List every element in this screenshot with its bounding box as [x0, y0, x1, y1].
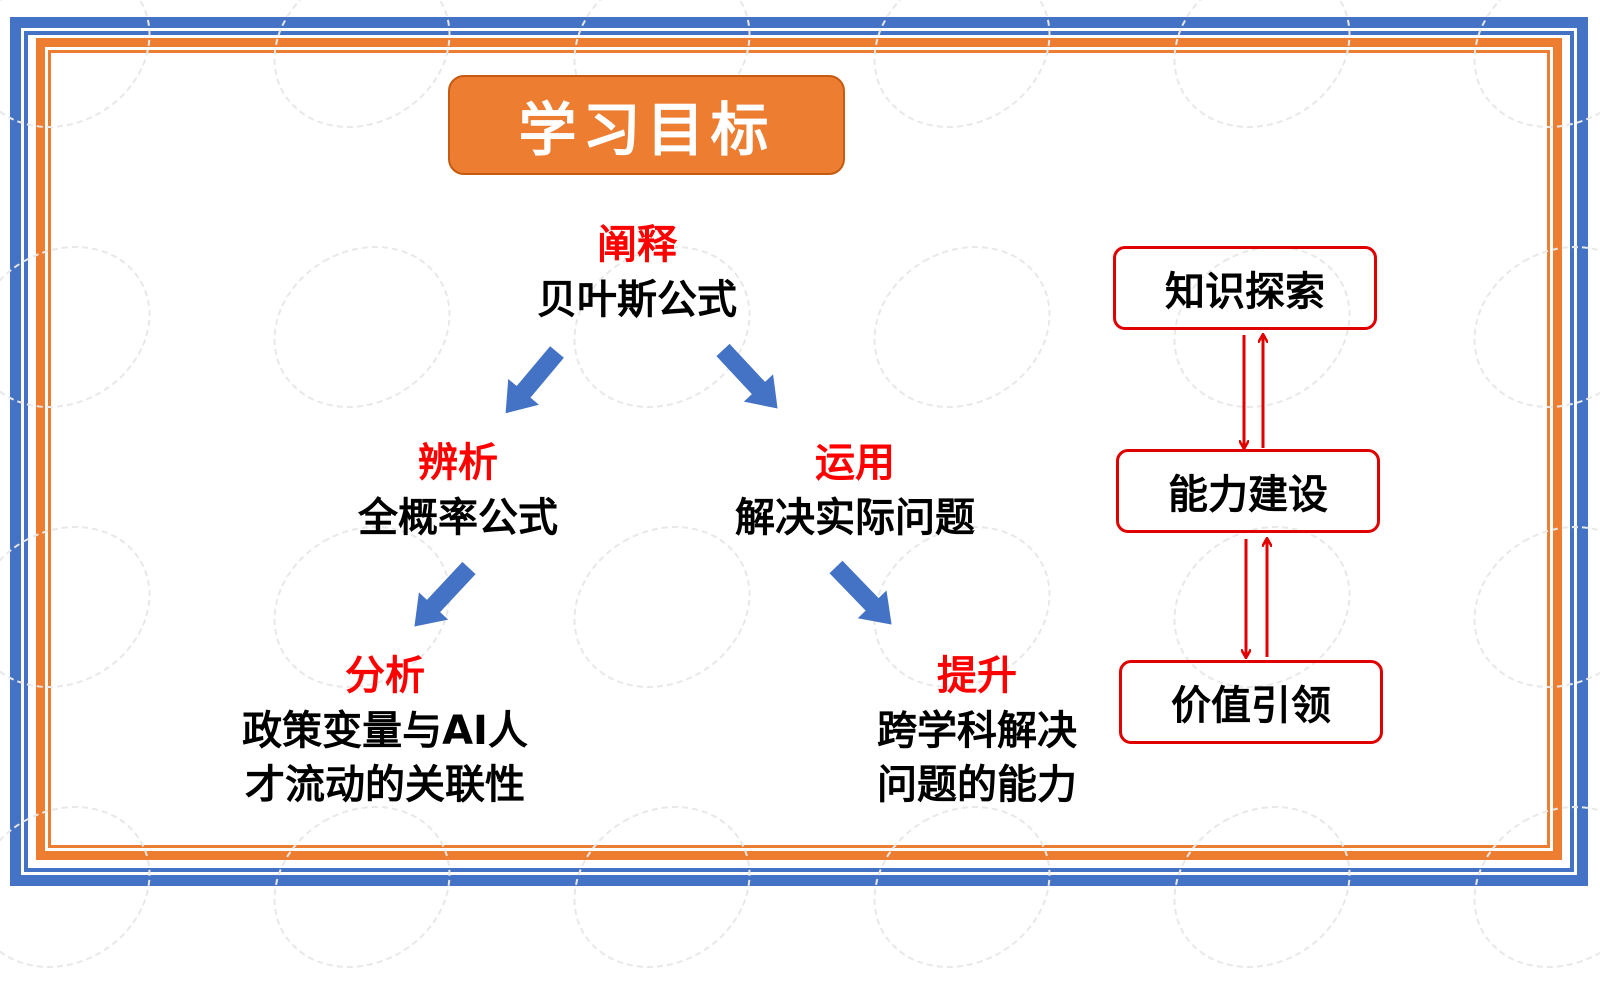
page-title: 学习目标 — [448, 75, 845, 175]
verb-distinguish: 辨析 — [418, 440, 498, 486]
node-bayes-formula: 贝叶斯公式 — [537, 277, 737, 323]
outer-blue-border — [10, 17, 1588, 886]
level-value-box: 价值引领 — [1119, 660, 1383, 744]
level-ability-box: 能力建设 — [1116, 449, 1380, 533]
level-knowledge-box: 知识探索 — [1113, 246, 1377, 330]
node-total-probability: 全概率公式 — [358, 495, 558, 541]
blue-arrow-down-left-icon — [414, 561, 476, 627]
blue-arrow-down-right-icon — [829, 560, 892, 625]
verb-analyze: 分析 — [345, 653, 425, 699]
arrows-layer — [414, 0, 1600, 900]
node-policy-line1: 政策变量与AI人 — [242, 708, 528, 754]
node-interdisciplinary-line1: 跨学科解决 — [877, 708, 1077, 754]
node-interdisciplinary-line2: 问题的能力 — [877, 762, 1077, 808]
outer-orange-border — [36, 38, 1562, 860]
verb-improve: 提升 — [937, 653, 1017, 699]
blue-arrow-down-left-icon — [505, 346, 564, 414]
node-policy-line2: 才流动的关联性 — [245, 762, 525, 808]
verb-apply: 运用 — [815, 440, 895, 486]
verb-explain: 阐释 — [597, 222, 677, 268]
blue-arrow-down-right-icon — [716, 343, 778, 409]
node-solve-problems: 解决实际问题 — [735, 495, 975, 541]
inner-blue-border — [24, 31, 1574, 872]
inner-orange-border — [48, 50, 1550, 848]
